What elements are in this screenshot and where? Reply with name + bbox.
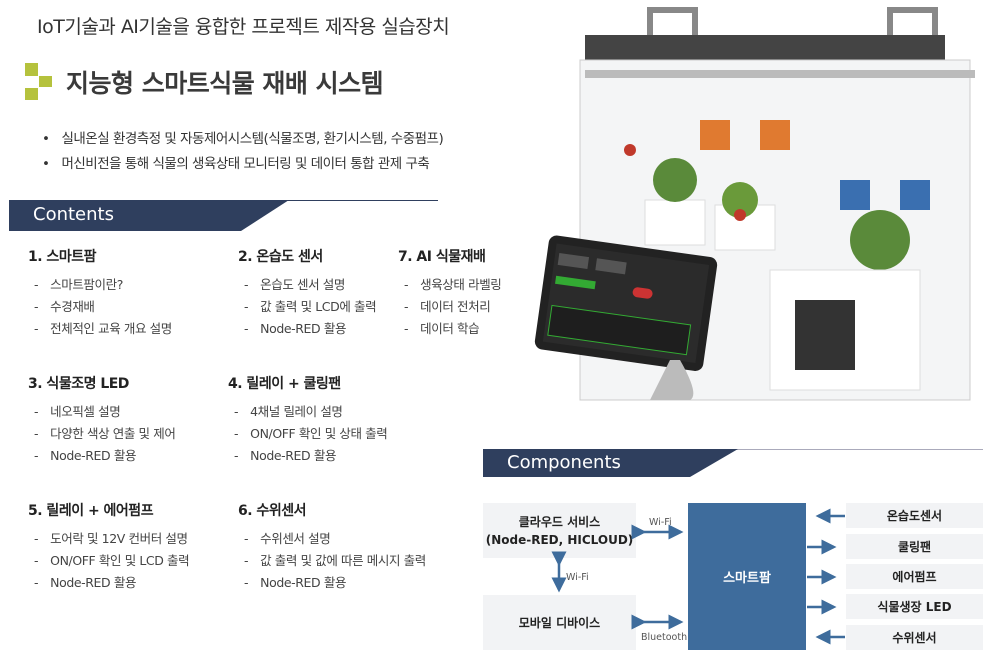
section-item: 4채널 릴레이 설명 — [228, 401, 387, 423]
device-box: 온습도센서 — [846, 503, 983, 528]
section-item: 값 출력 및 LCD에 출력 — [238, 296, 377, 318]
section-item: 온습도 센서 설명 — [238, 274, 376, 296]
product-photo — [534, 7, 975, 401]
smart-farm-box: 스마트팜 — [688, 503, 806, 650]
section-title: 3. 식물조명 LED — [28, 376, 129, 392]
section-item: Node-RED 활용 — [238, 572, 426, 594]
section-item: 다양한 색상 연출 및 제어 — [28, 423, 176, 445]
section-title: 4. 릴레이 + 쿨링팬 — [228, 376, 341, 392]
handle-icon — [647, 7, 938, 35]
device-box: 식물생장 LED — [846, 594, 983, 619]
section-item: 값 출력 및 값에 따른 메시지 출력 — [238, 550, 426, 572]
page-title: 지능형 스마트식물 재배 시스템 — [66, 69, 384, 98]
device-box: 에어펌프 — [846, 564, 983, 589]
section-title: 7. AI 식물재배 — [398, 249, 486, 265]
section-item: ON/OFF 확인 및 LCD 출력 — [28, 550, 190, 572]
wifi-label: Wi-Fi — [649, 517, 672, 528]
wifi-label: Wi-Fi — [566, 572, 589, 583]
contents-header: Contents — [9, 200, 289, 231]
section-item: 스마트팜이란? — [28, 274, 172, 296]
device-box: 수위센서 — [846, 625, 983, 650]
contents-section: 2. 온습도 센서온습도 센서 설명값 출력 및 LCD에 출력Node-RED… — [238, 246, 377, 340]
section-item: Node-RED 활용 — [228, 445, 387, 467]
section-title: 6. 수위센서 — [238, 503, 306, 519]
section-item: 수경재배 — [28, 296, 172, 318]
section-item: Node-RED 활용 — [238, 318, 376, 340]
bullet-item: 실내온실 환경측정 및 자동제어시스템(식물조명, 환기시스템, 수중펌프) — [42, 127, 443, 147]
section-item: 도어락 및 12V 컨버터 설명 — [28, 528, 189, 550]
bluetooth-label: Bluetooth — [641, 632, 688, 643]
components-header: Components — [483, 449, 738, 477]
section-item: 데이터 학습 — [398, 318, 501, 340]
tablet-display — [534, 235, 718, 372]
section-item: 전체적인 교육 개요 설명 — [28, 318, 172, 340]
contents-section: 3. 식물조명 LED 네오픽셀 설명다양한 색상 연출 및 제어Node-RED… — [28, 373, 176, 467]
device-box: 쿨링팬 — [846, 534, 983, 559]
section-title: 5. 릴레이 + 에어펌프 — [28, 503, 154, 519]
section-item: 데이터 전처리 — [398, 296, 501, 318]
mobile-device-box: 모바일 디바이스 — [483, 595, 636, 650]
section-item: 생육상태 라벨링 — [398, 274, 502, 296]
contents-section: 1. 스마트팜스마트팜이란?수경재배전체적인 교육 개요 설명 — [28, 246, 172, 340]
section-item: 네오픽셀 설명 — [28, 401, 175, 423]
section-item: Node-RED 활용 — [28, 445, 175, 467]
contents-section: 7. AI 식물재배생육상태 라벨링데이터 전처리데이터 학습 — [398, 246, 502, 340]
controller-board — [795, 300, 855, 370]
contents-section: 6. 수위센서수위센서 설명값 출력 및 값에 따른 메시지 출력Node-RE… — [238, 500, 426, 594]
section-item: 수위센서 설명 — [238, 528, 426, 550]
contents-section: 4. 릴레이 + 쿨링팬 4채널 릴레이 설명ON/OFF 확인 및 상태 출력N… — [228, 373, 388, 467]
section-title: 1. 스마트팜 — [28, 249, 96, 265]
subtitle: IoT기술과 AI기술을 융합한 프로젝트 제작용 실습장치 — [37, 16, 450, 38]
section-item: Node-RED 활용 — [28, 572, 189, 594]
section-title: 2. 온습도 센서 — [238, 249, 323, 265]
contents-section: 5. 릴레이 + 에어펌프도어락 및 12V 컨버터 설명ON/OFF 확인 및… — [28, 500, 190, 594]
cloud-service-box: 클라우드 서비스 (Node-RED, HICLOUD) — [483, 503, 636, 558]
section-item: ON/OFF 확인 및 상태 출력 — [228, 423, 388, 445]
bullet-item: 머신비전을 통해 식물의 생육상태 모니터링 및 데이터 통합 관제 구축 — [42, 152, 429, 172]
